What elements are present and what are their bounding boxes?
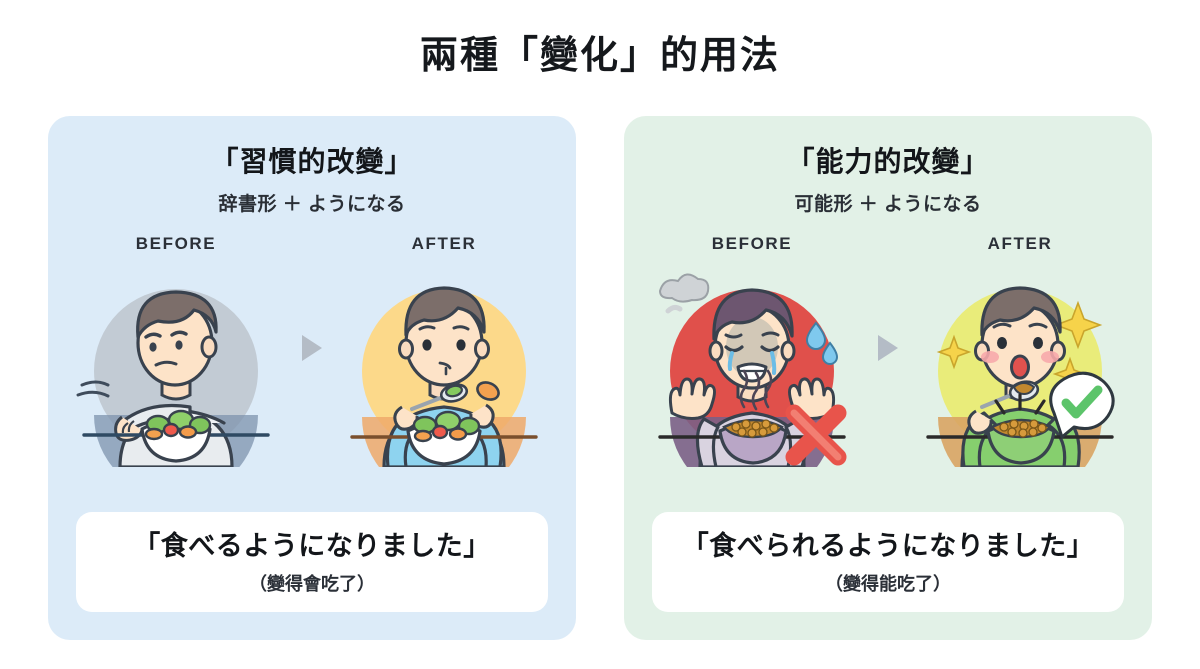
sparkle-icon <box>936 300 1103 392</box>
panel-ability: 「能力的改變」 可能形 ＋ ようになる BEFORE <box>624 116 1152 640</box>
after-column-habit: AFTER <box>344 234 544 474</box>
panel-subtitle-ability: 可能形 ＋ ようになる <box>794 194 982 215</box>
before-column-habit: BEFORE <box>76 234 276 474</box>
play-triangle-icon <box>288 326 332 370</box>
green-check-icon <box>1049 371 1115 439</box>
scene-person-eating-natto <box>920 267 1120 467</box>
caption-card-habit: 「食べるようになりました」 （變得會吃了） <box>76 511 548 612</box>
panel-heading-habit: 「習慣的改變」 <box>210 146 414 177</box>
before-column-ability: BEFORE <box>652 234 852 474</box>
panel-subtitle-habit: 辞書形 ＋ ようになる <box>218 194 406 215</box>
caption-main-habit: 「食べるようになりました」 <box>133 530 491 561</box>
panel-habit: 「習慣的改變」 辞書形 ＋ ようになる BEFORE <box>48 116 576 640</box>
steam-cloud-icon <box>658 273 710 314</box>
tear-drop-icon <box>805 321 839 365</box>
caption-main-ability: 「食べられるようになりました」 <box>681 530 1095 561</box>
panel-heading-ability: 「能力的改變」 <box>786 146 990 177</box>
before-label-ability: BEFORE <box>711 234 793 253</box>
scene-person-refusing-salad <box>76 267 276 467</box>
caption-sub-habit: （變得會吃了） <box>249 574 375 594</box>
after-label-ability: AFTER <box>987 234 1053 253</box>
scene-person-crying-refusing-natto <box>652 267 852 467</box>
stage-ability: BEFORE <box>624 234 1152 474</box>
page-title: 兩種「變化」的用法 <box>419 35 780 77</box>
before-label-habit: BEFORE <box>135 234 217 253</box>
play-triangle-icon <box>864 326 908 370</box>
caption-card-ability: 「食べられるようになりました」 （變得能吃了） <box>652 511 1124 612</box>
scene-person-eating-salad <box>344 267 544 467</box>
red-x-icon <box>785 404 847 466</box>
caption-sub-ability: （變得能吃了） <box>825 574 951 594</box>
after-column-ability: AFTER <box>920 234 1120 474</box>
stage-habit: BEFORE <box>48 234 576 474</box>
after-label-habit: AFTER <box>411 234 477 253</box>
